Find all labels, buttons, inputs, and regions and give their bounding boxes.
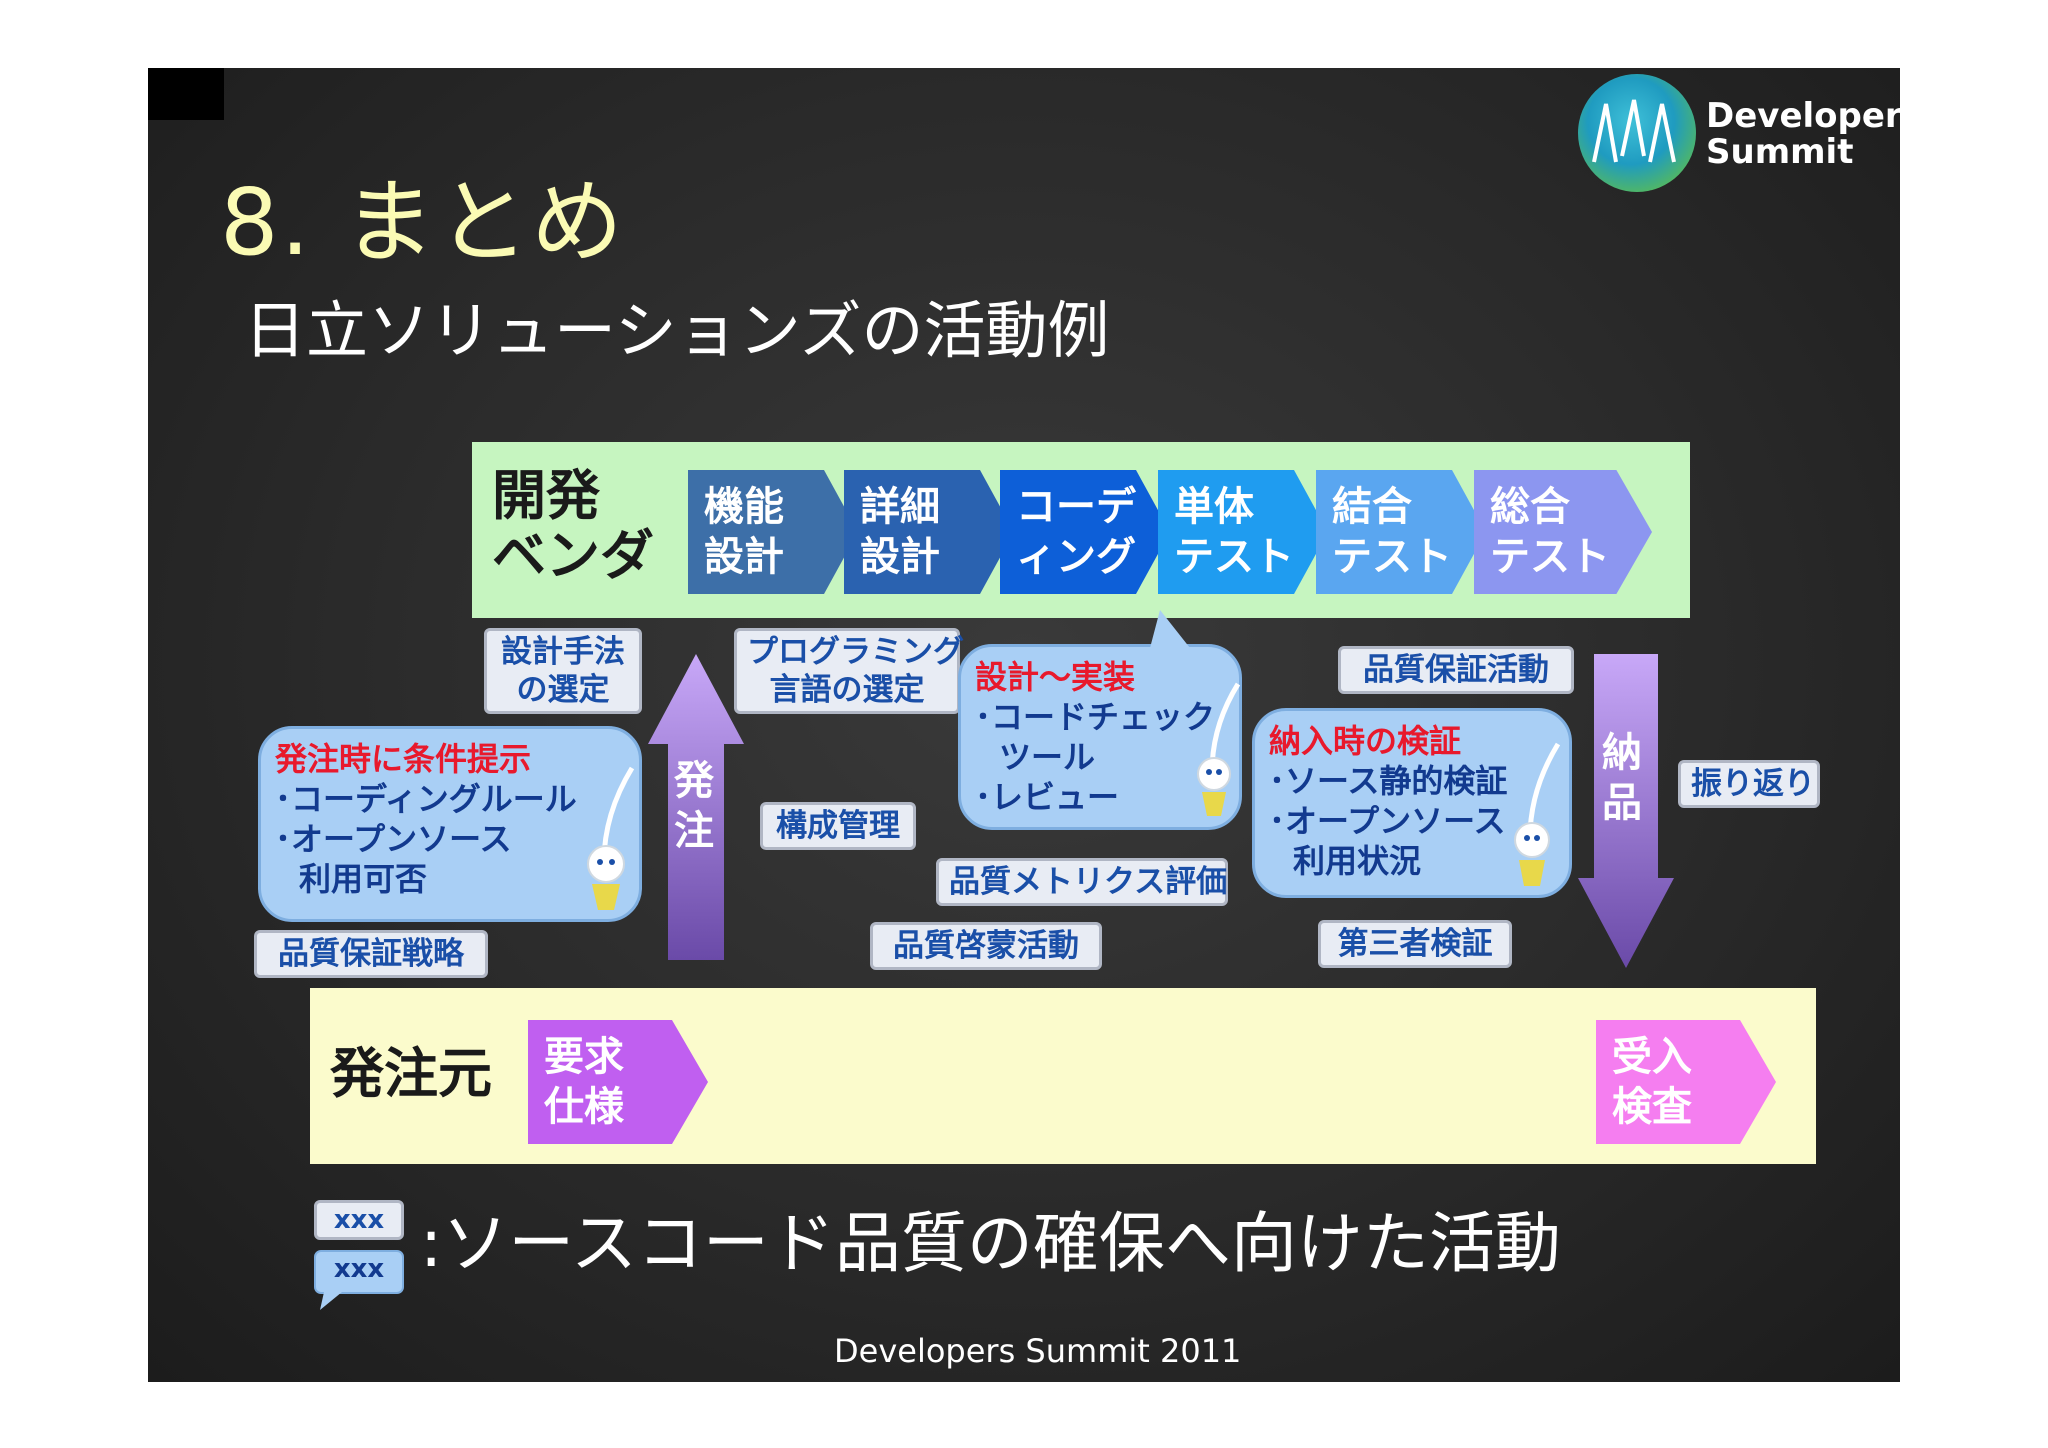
delivery-line1: 納 <box>1602 730 1642 776</box>
phase-label-line1: 詳細 <box>860 484 940 530</box>
slide-subtitle: 日立ソリューションズの活動例 <box>244 294 1110 367</box>
bubble-item: ･レビュー <box>975 778 1120 816</box>
tag-qa-strategy: 品質保証戦略 <box>254 930 488 978</box>
order-line1: 発 <box>674 758 714 804</box>
vendor-label-line1: 開発 <box>492 464 600 527</box>
bubble-item: ･ソース静的検証 <box>1269 762 1508 800</box>
bubble-delivery-verification: 納入時の検証 ･ソース静的検証 ･オープンソース 利用状況 <box>1252 708 1572 898</box>
delivery-line2: 品 <box>1602 780 1642 826</box>
phase-label-line1: 結合 <box>1332 484 1412 530</box>
tag-quality-enlightenment: 品質啓蒙活動 <box>870 922 1102 970</box>
mascot-icon <box>1188 680 1248 820</box>
client-label: 発注元 <box>330 1042 492 1105</box>
order-line2: 注 <box>674 808 714 854</box>
tag-quality-metrics: 品質メトリクス評価 <box>936 858 1228 906</box>
tag-third-party-verification: 第三者検証 <box>1318 920 1512 968</box>
phase-label-line1: 単体 <box>1174 484 1254 530</box>
phase-system-test: 総合 テスト <box>1474 470 1652 594</box>
bubble-heading: 発注時に条件提示 <box>275 740 532 778</box>
delivery-arrow <box>1578 654 1674 968</box>
acceptance-inspection: 受入 検査 <box>1596 1020 1776 1144</box>
phase-detailed-design: 詳細 設計 <box>844 470 1014 594</box>
phase-label-line2: テスト <box>1174 534 1294 580</box>
bubble-heading: 設計～実装 <box>975 658 1136 696</box>
tag-qa-activity: 品質保証活動 <box>1338 646 1574 694</box>
tag-line2: の選定 <box>516 672 610 708</box>
slide-title: 8. まとめ <box>220 169 626 276</box>
delivery-arrow-label: 納 品 <box>1602 728 1642 828</box>
bubble-order-conditions: 発注時に条件提示 ･コーディングルール ･オープンソース 利用可否 <box>258 726 642 922</box>
bubble-heading: 納入時の検証 <box>1269 722 1462 760</box>
acc-line1: 受入 <box>1612 1034 1692 1080</box>
req-line2: 仕様 <box>544 1084 624 1130</box>
phase-label-line2: 設計 <box>860 534 940 580</box>
trees-logo-icon <box>1578 74 1696 192</box>
bubble-item: ツール <box>999 738 1096 776</box>
bubble-pointer <box>1138 610 1198 650</box>
phase-coding: コーデ ィング <box>1000 470 1170 594</box>
legend-description: :ソースコード品質の確保へ向けた活動 <box>420 1205 1561 1282</box>
mascot-icon <box>574 764 644 914</box>
logo-text: Developers Summit <box>1706 98 1900 170</box>
slide-footer: Developers Summit 2011 <box>834 1332 1242 1370</box>
phase-integration-test: 結合 テスト <box>1316 470 1486 594</box>
phase-label-line2: 設計 <box>704 534 784 580</box>
tag-line1: 設計手法 <box>501 634 625 670</box>
bubble-item: ･オープンソース <box>275 820 512 858</box>
req-line1: 要求 <box>544 1034 624 1080</box>
tag-line2: 言語の選定 <box>769 672 925 708</box>
phase-label-line2: ィング <box>1016 534 1136 580</box>
tag-retrospective: 振り返り <box>1678 760 1820 808</box>
phase-unit-test: 単体 テスト <box>1158 470 1328 594</box>
acc-line2: 検査 <box>1612 1084 1692 1130</box>
tag-line1: プログラミング <box>747 634 964 670</box>
slide: 8. まとめ 日立ソリューションズの活動例 Developers Summit … <box>148 68 1900 1382</box>
tag-config-management: 構成管理 <box>760 802 916 850</box>
tag-design-method: 設計手法 の選定 <box>484 628 642 714</box>
vendor-label-line2: ベンダ <box>492 524 654 587</box>
logo-line2: Summit <box>1706 132 1854 172</box>
bubble-item: 利用状況 <box>1293 842 1422 880</box>
phase-label-line2: テスト <box>1490 534 1610 580</box>
phase-label-line2: テスト <box>1332 534 1452 580</box>
order-arrow-label: 発 注 <box>674 756 714 856</box>
mascot-icon <box>1502 740 1568 890</box>
legend-bubble-sample: xxx <box>314 1250 404 1312</box>
phase-functional-design: 機能 設計 <box>688 470 858 594</box>
legend-tag-sample: xxx <box>314 1200 404 1240</box>
bubble-item: ･コードチェック <box>975 698 1216 736</box>
phase-label-line1: コーデ <box>1016 484 1136 530</box>
logo-line1: Developers <box>1706 96 1900 136</box>
bubble-item: ･オープンソース <box>1269 802 1506 840</box>
corner-block <box>148 68 224 120</box>
vendor-label: 開発 ベンダ <box>492 466 654 586</box>
tag-programming-language: プログラミング 言語の選定 <box>734 628 964 714</box>
order-arrow <box>648 654 744 960</box>
phase-label-line1: 機能 <box>704 484 784 530</box>
bubble-item: 利用可否 <box>299 860 428 898</box>
bubble-item: ･コーディングルール <box>275 780 577 818</box>
phase-label-line1: 総合 <box>1490 484 1570 530</box>
bubble-design-implementation: 設計～実装 ･コードチェック ツール ･レビュー <box>958 644 1242 830</box>
legend-bubble-text: xxx <box>333 1254 385 1284</box>
requirements-spec: 要求 仕様 <box>528 1020 708 1144</box>
